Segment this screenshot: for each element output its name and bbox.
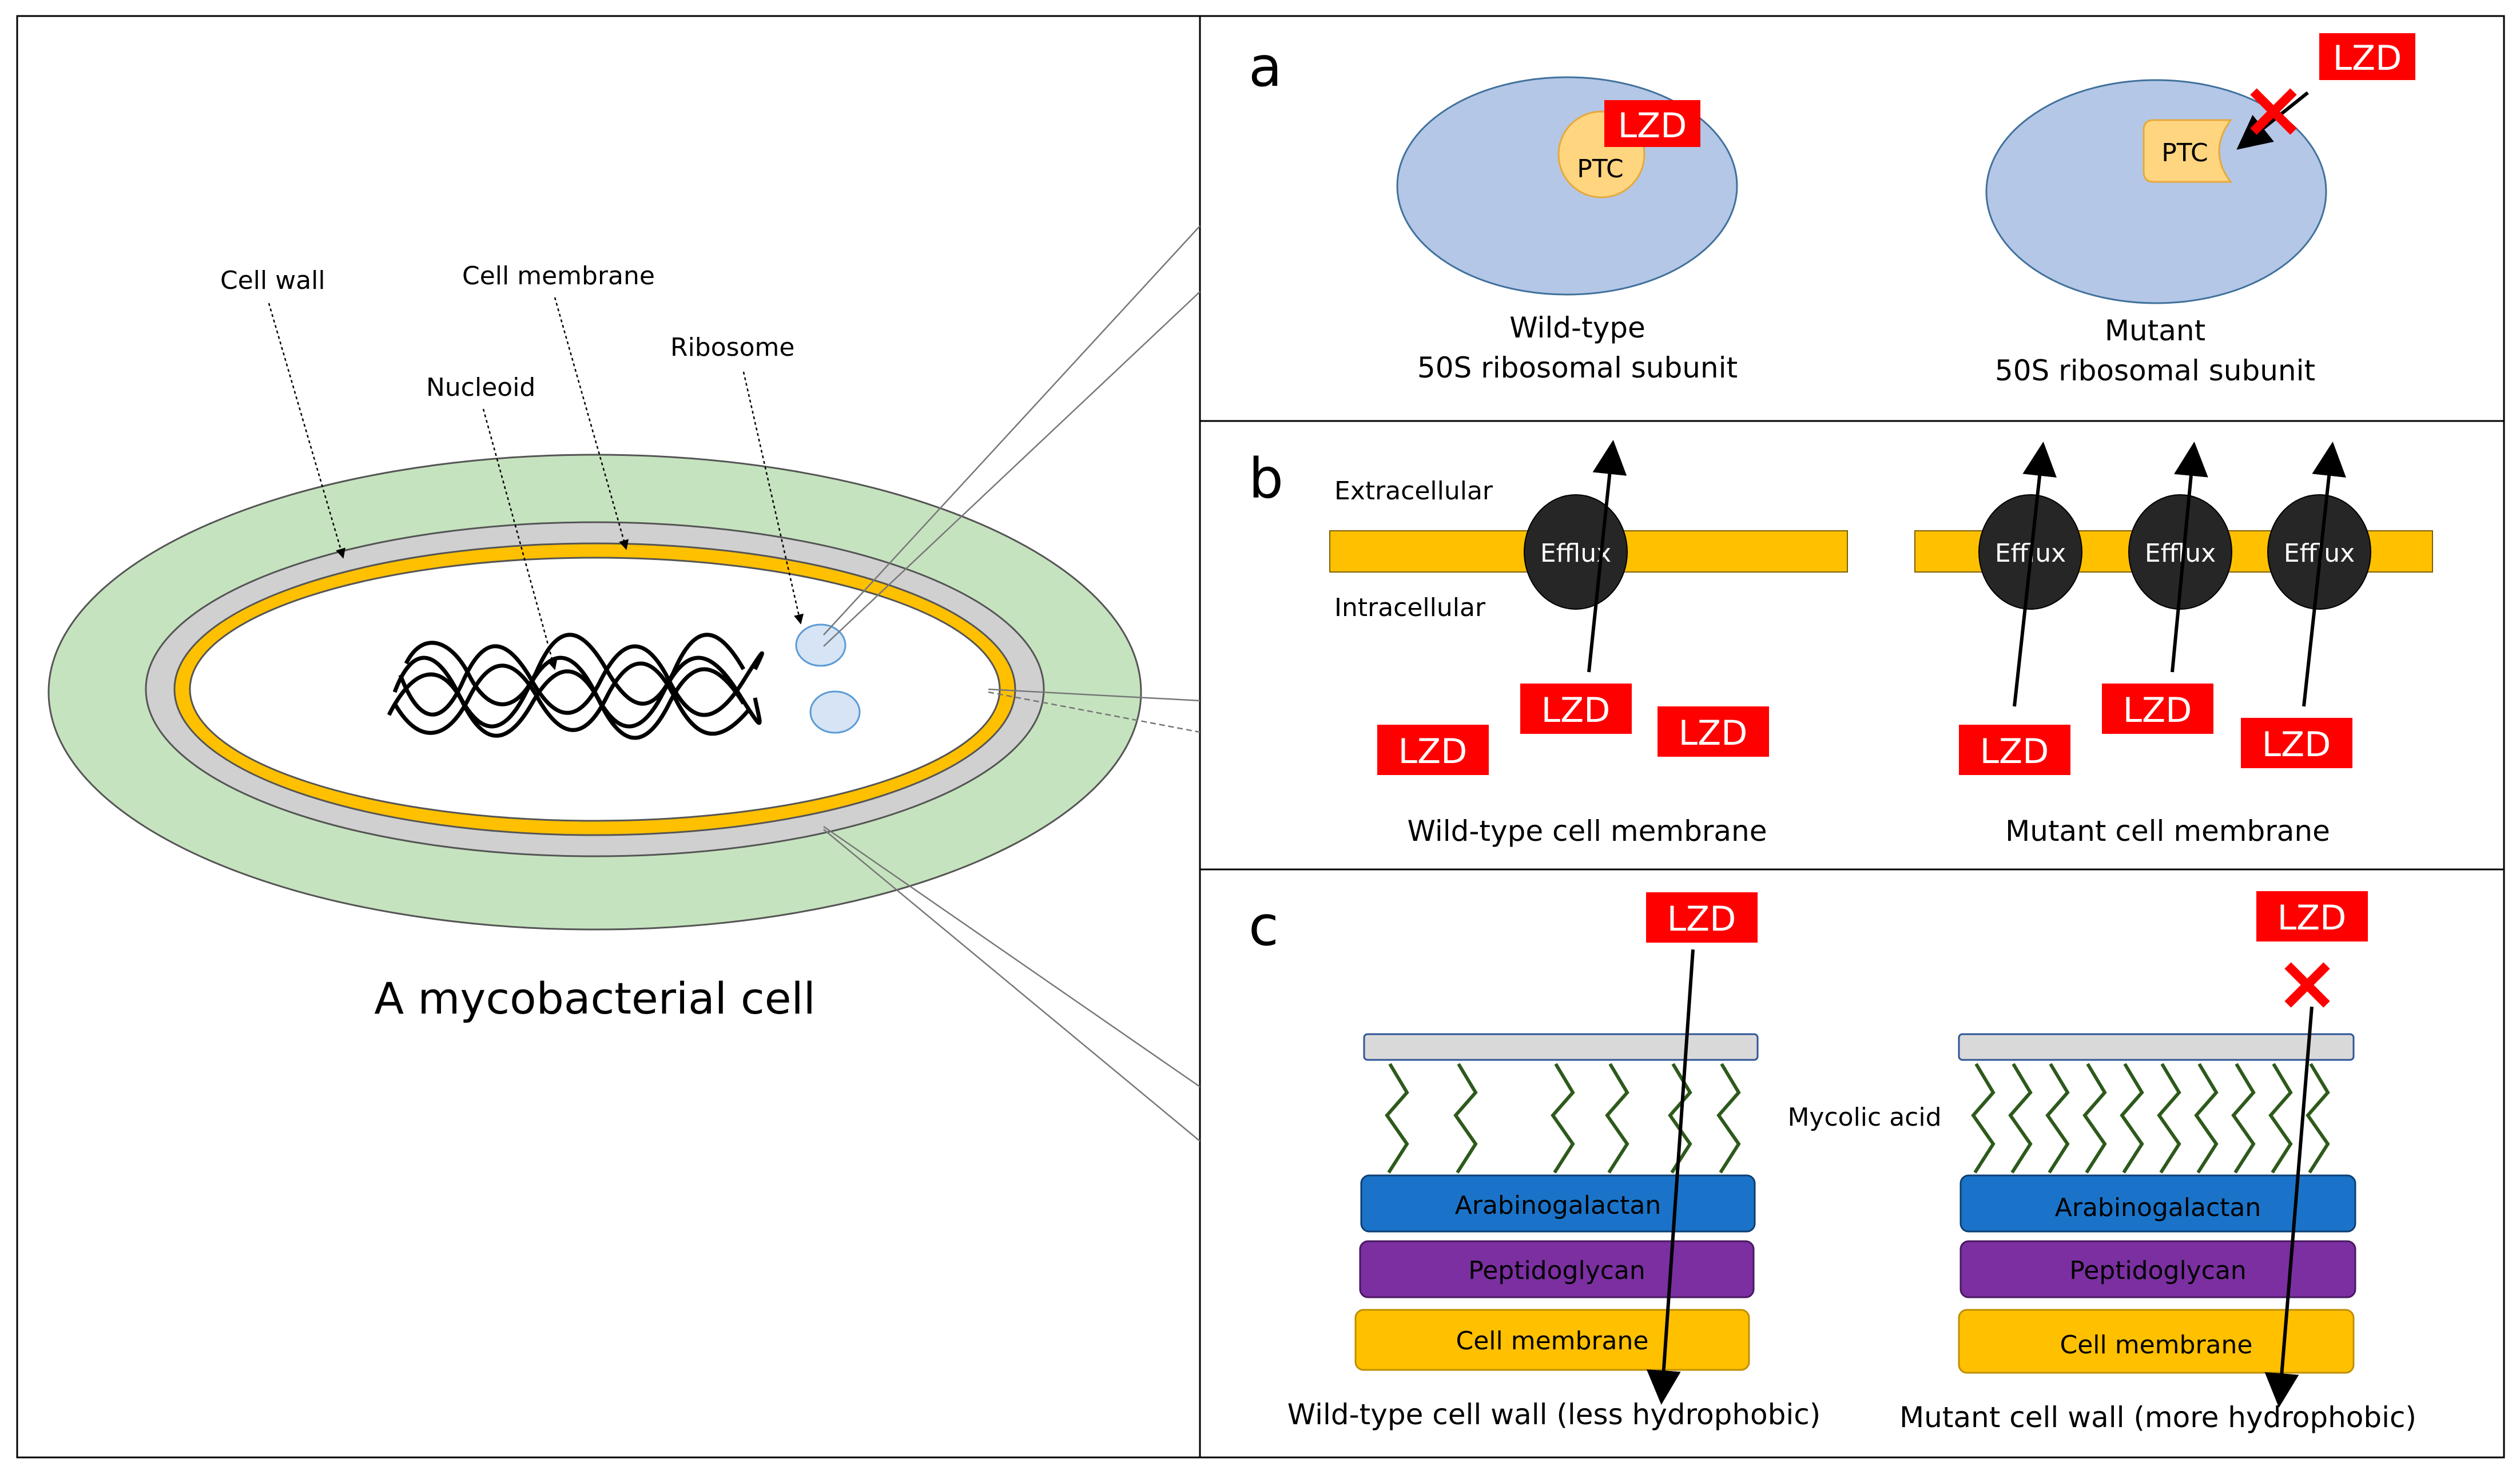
mut-lzd-text-3: LZD [2262, 725, 2331, 765]
mut-block-x-icon [2250, 88, 2297, 135]
panel-a-letter: a [1249, 35, 1282, 99]
mut-lzd-text: LZD [2277, 898, 2347, 938]
intracellular-label: Intracellular [1334, 593, 1486, 622]
ribosome-1 [795, 623, 846, 667]
wt-membrane-caption: Wild-type cell membrane [1408, 815, 1767, 848]
mut-efflux-arrow-3 [2302, 442, 2346, 707]
wt-lzd-box-2 [1377, 725, 1489, 775]
cell-membrane-label: Cell membrane [462, 261, 655, 291]
wt-wall-caption: Wild-type cell wall (less hydrophobic) [1287, 1398, 1821, 1431]
panel-c-letter: c [1249, 894, 1279, 958]
mut-lzd-box-3 [2241, 718, 2352, 768]
wt-arabinogalactan-label: Arabinogalactan [1455, 1191, 1662, 1220]
wt-efflux-arrow [1587, 440, 1627, 673]
mut-block-x-icon [2284, 962, 2330, 1008]
mut-wall-arrow [2264, 1006, 2314, 1408]
wt-lzd-box [1646, 892, 1758, 943]
mut-caption-line1: Mutant [2105, 314, 2205, 347]
wt-lzd-text-1: LZD [1541, 690, 1611, 730]
mut-lzd-box [2319, 33, 2415, 80]
wt-caption-line2: 50S ribosomal subunit [1417, 351, 1738, 384]
nucleoid-label: Nucleoid [426, 373, 535, 402]
wt-lzd-box-3 [1658, 706, 1769, 757]
wt-wall-arrow [1646, 949, 1695, 1405]
mut-cell-membrane-label: Cell membrane [2060, 1330, 2253, 1360]
panel-b: b Extracellular Intracellular Efflux LZD… [1249, 440, 2433, 848]
wt-lzd-text: LZD [1667, 899, 1736, 939]
mut-lzd-box [2256, 891, 2368, 941]
ribosome-label: Ribosome [670, 333, 794, 362]
mut-efflux-arrow-1 [2013, 442, 2057, 707]
mut-lzd-arrow [2236, 91, 2309, 150]
panel-c: c Arabinogalactan Peptidoglycan Cell mem… [1249, 891, 2416, 1434]
mycobacterial-cell: Cell wall Cell membrane Nucleoid Ribosom… [47, 261, 1142, 1024]
cell-membrane-leader [554, 297, 629, 550]
mut-ptc-label: PTC [2161, 138, 2208, 168]
outer-frame [16, 15, 2505, 1459]
cell-wall-leader [268, 303, 345, 559]
mut-arabinogalactan [1959, 1174, 2356, 1233]
wt-peptidoglycan [1359, 1240, 1755, 1298]
wt-caption-line1: Wild-type [1509, 311, 1645, 344]
wt-lzd-text: LZD [1618, 106, 1687, 146]
nucleoid-dna [387, 633, 764, 740]
wt-arabinogalactan [1360, 1174, 1756, 1233]
wt-cell-membrane [1354, 1309, 1750, 1371]
cell-wall-label: Cell wall [220, 266, 325, 295]
mut-mycolic-acids [1971, 1063, 2330, 1174]
mut-lzd-box-1 [1959, 725, 2070, 775]
mycolic-acid-label: Mycolic acid [1787, 1103, 1941, 1132]
extracellular-label: Extracellular [1334, 476, 1493, 506]
mut-efflux-label-2: Efflux [2145, 539, 2216, 568]
panel-a: a PTC LZD Wild-type 50S ribosomal subuni… [1249, 33, 2415, 387]
mut-efflux-pump-2 [2128, 494, 2232, 610]
mut-ptc [2143, 119, 2233, 183]
ribosome-2 [809, 690, 861, 734]
zoom-connectors [823, 225, 1201, 1142]
mut-membrane-caption: Mutant cell membrane [2005, 815, 2330, 848]
wt-lzd-box [1604, 100, 1700, 147]
mut-lzd-text-2: LZD [2123, 690, 2192, 730]
mut-peptidoglycan-label: Peptidoglycan [2069, 1256, 2247, 1285]
mut-lzd-text: LZD [2333, 38, 2402, 78]
wt-cell-membrane-label: Cell membrane [1456, 1326, 1649, 1356]
wt-outer-layer [1363, 1033, 1759, 1061]
wt-lzd-text-3: LZD [1679, 713, 1748, 753]
wt-efflux-pump [1524, 494, 1628, 610]
mut-cell-membrane [1958, 1309, 2355, 1374]
nucleoid-leader [482, 408, 558, 670]
mut-lzd-text-1: LZD [1980, 732, 2049, 772]
panel-b-letter: b [1249, 447, 1283, 511]
wt-peptidoglycan-label: Peptidoglycan [1468, 1256, 1645, 1285]
mut-caption-line2: 50S ribosomal subunit [1995, 354, 2315, 387]
wt-lzd-text-2: LZD [1398, 732, 1468, 772]
wt-ptc-label: PTC [1577, 154, 1624, 184]
mut-efflux-arrow-2 [2171, 442, 2208, 673]
mut-arabinogalactan-label: Arabinogalactan [2055, 1193, 2261, 1222]
left-title: A mycobacterial cell [374, 973, 816, 1024]
mut-peptidoglycan [1959, 1240, 2356, 1298]
wt-mycolic-acids [1385, 1063, 1741, 1174]
wt-lzd-box-1 [1520, 684, 1632, 734]
mut-outer-layer [1958, 1033, 2355, 1061]
mut-lzd-box-2 [2102, 684, 2213, 734]
mut-wall-caption: Mutant cell wall (more hydrophobic) [1899, 1401, 2416, 1434]
